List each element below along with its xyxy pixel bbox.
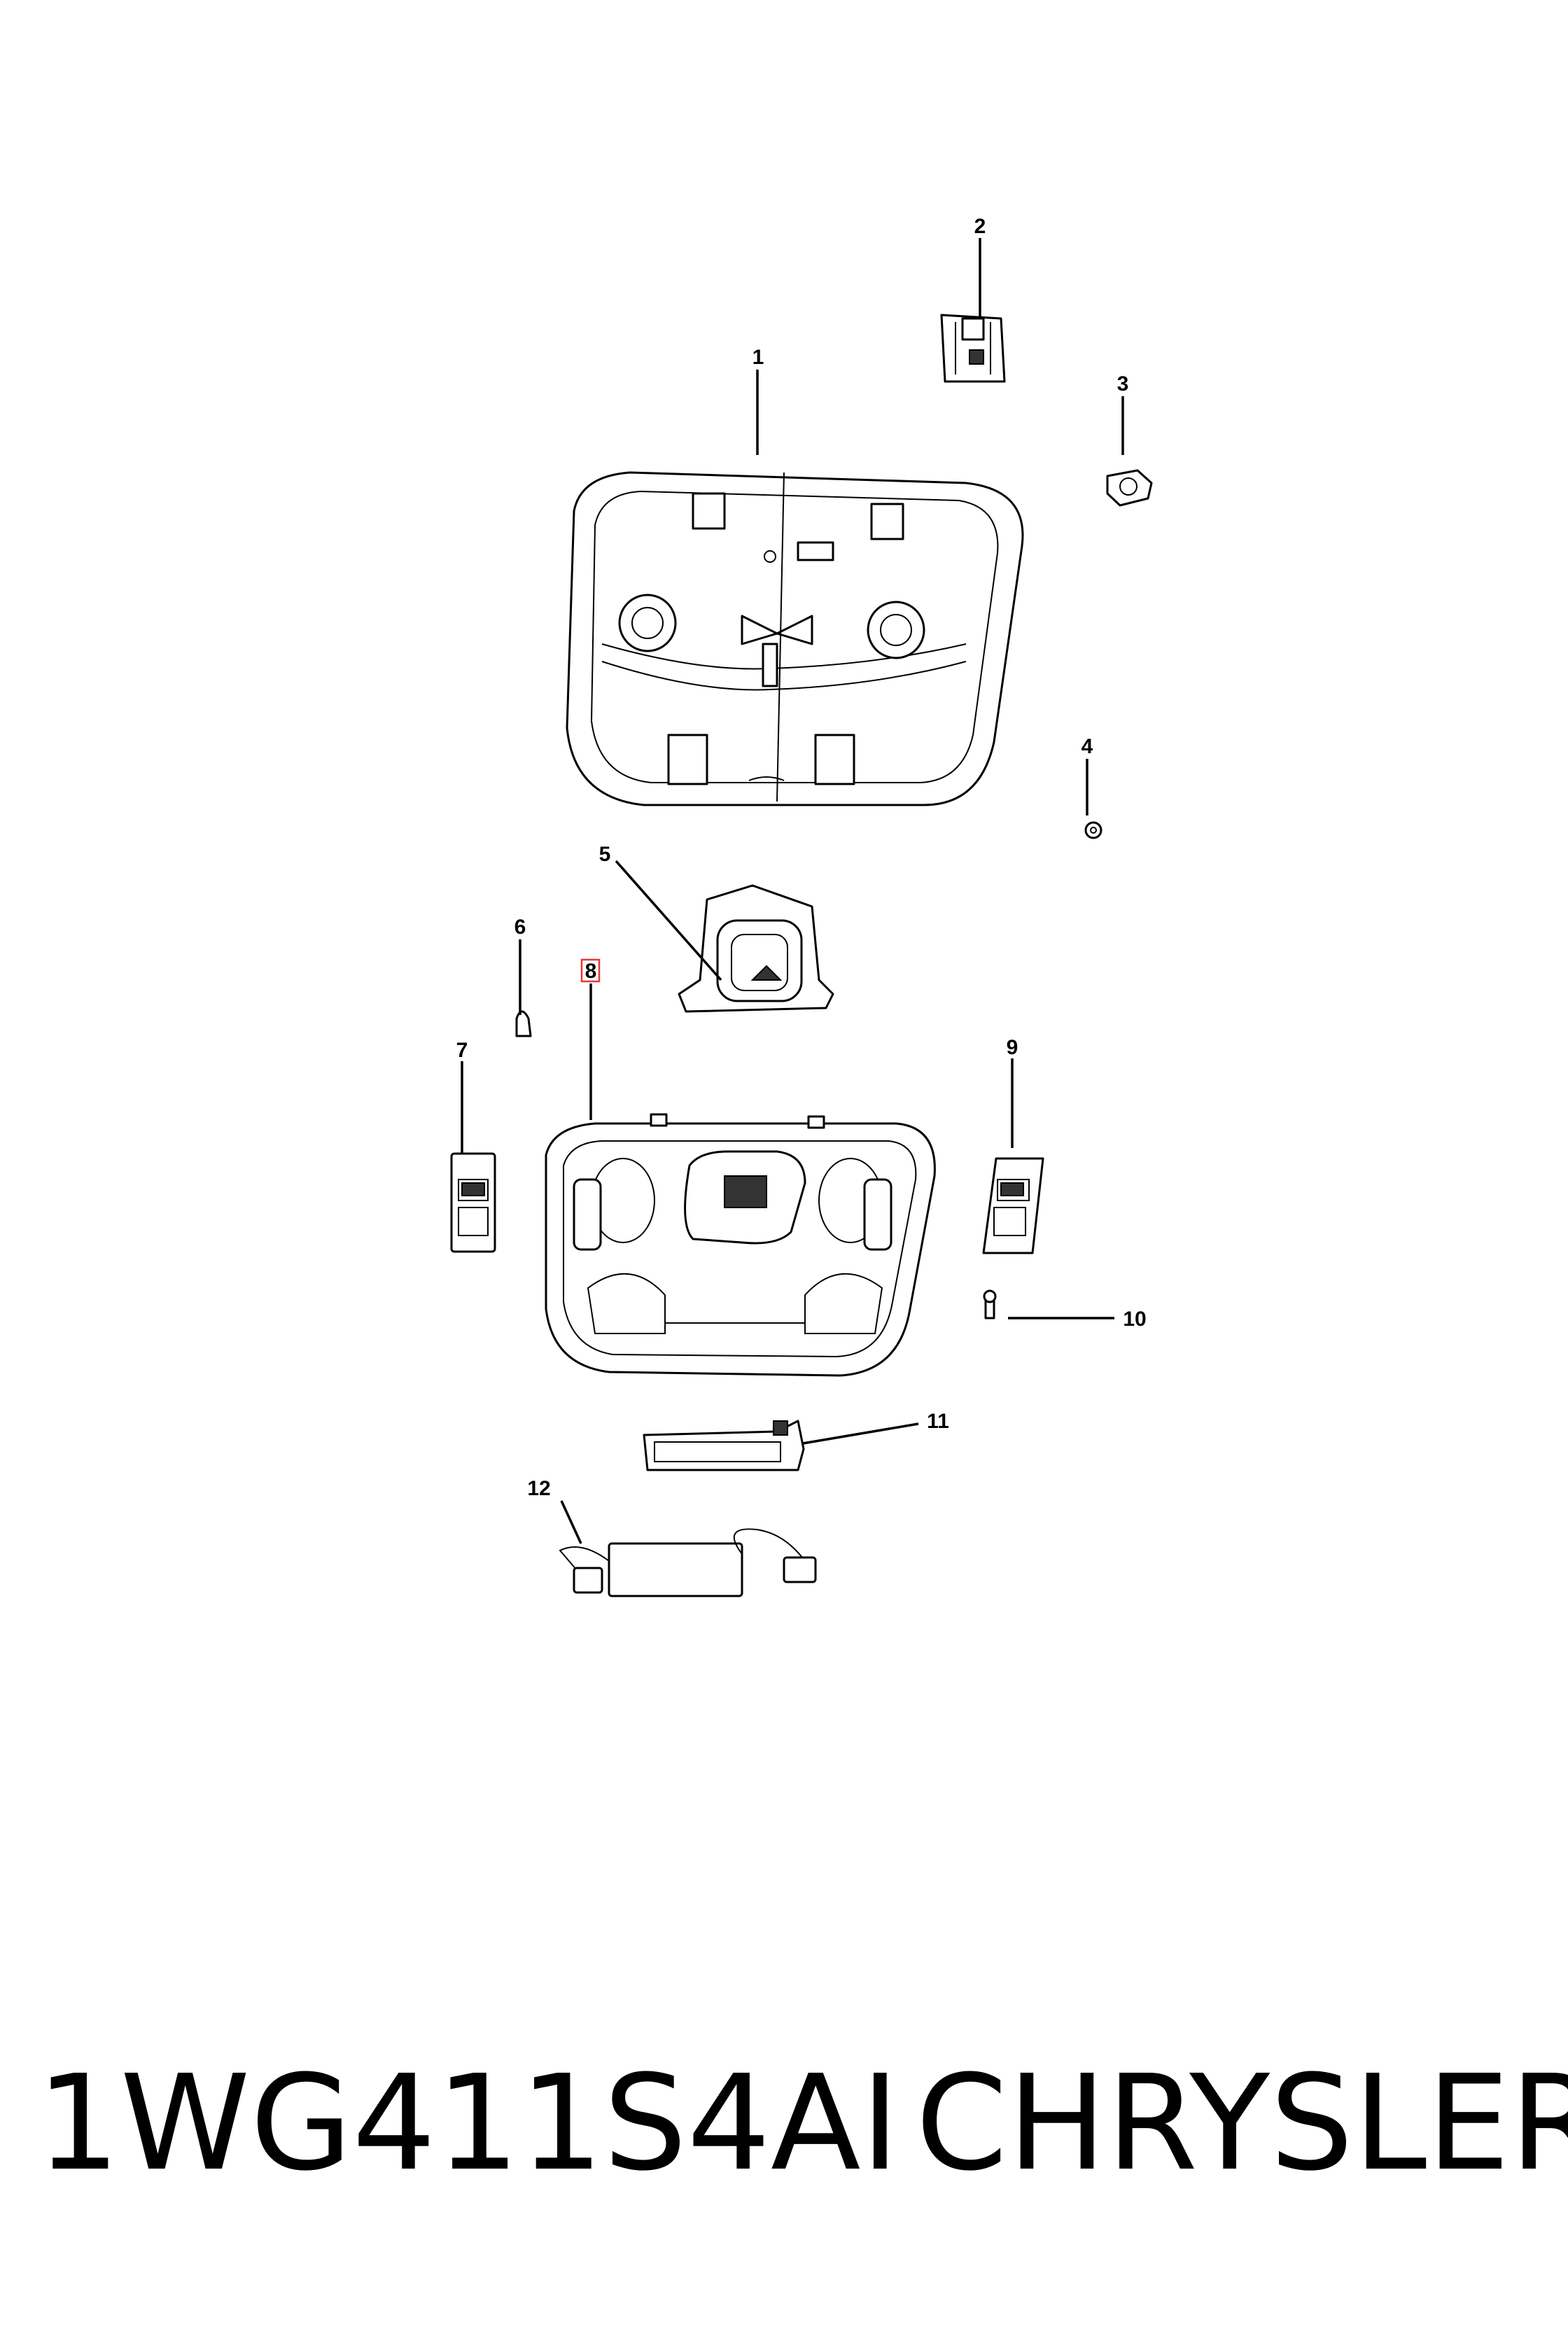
callout-7: 7 [456, 1039, 468, 1062]
callout-11: 11 [927, 1410, 949, 1433]
part-8-bezel[interactable] [545, 1113, 936, 1377]
part-6-bulb[interactable] [515, 1010, 532, 1037]
callout-4: 4 [1082, 735, 1093, 758]
callout-labels: 1 2 3 4 5 6 7 8 9 10 11 12 [456, 215, 1147, 1500]
parts-diagram: 1 2 3 4 5 6 7 8 9 10 11 12 [450, 215, 1153, 1597]
callout-2: 2 [974, 215, 986, 238]
callout-5: 5 [599, 843, 611, 866]
callout-6: 6 [514, 916, 526, 939]
part-12-harness[interactable] [559, 1528, 817, 1597]
part-number-text: 1WG411S4AI [36, 2047, 900, 2200]
brand-text: CHRYSLER [916, 2047, 1568, 2200]
part-1-console-housing[interactable] [566, 471, 1024, 806]
part-5-module[interactable] [678, 884, 834, 1013]
callout-1: 1 [752, 346, 764, 369]
callout-12: 12 [527, 1477, 550, 1500]
part-7-switch[interactable] [450, 1152, 496, 1253]
callout-3: 3 [1117, 372, 1129, 396]
callout-10: 10 [1123, 1308, 1146, 1331]
callout-8: 8 [585, 960, 597, 983]
part-10-screw[interactable] [983, 1289, 997, 1320]
leader-lines [461, 238, 1124, 1544]
callout-9: 9 [1007, 1036, 1018, 1059]
part-11-light-module[interactable] [643, 1420, 805, 1471]
callout-8-highlight [580, 958, 601, 983]
part-4-washer[interactable] [1084, 821, 1102, 839]
part-2-clip[interactable] [940, 314, 1006, 383]
part-9-switch[interactable] [982, 1157, 1044, 1254]
part-3-nut[interactable] [1106, 469, 1153, 507]
